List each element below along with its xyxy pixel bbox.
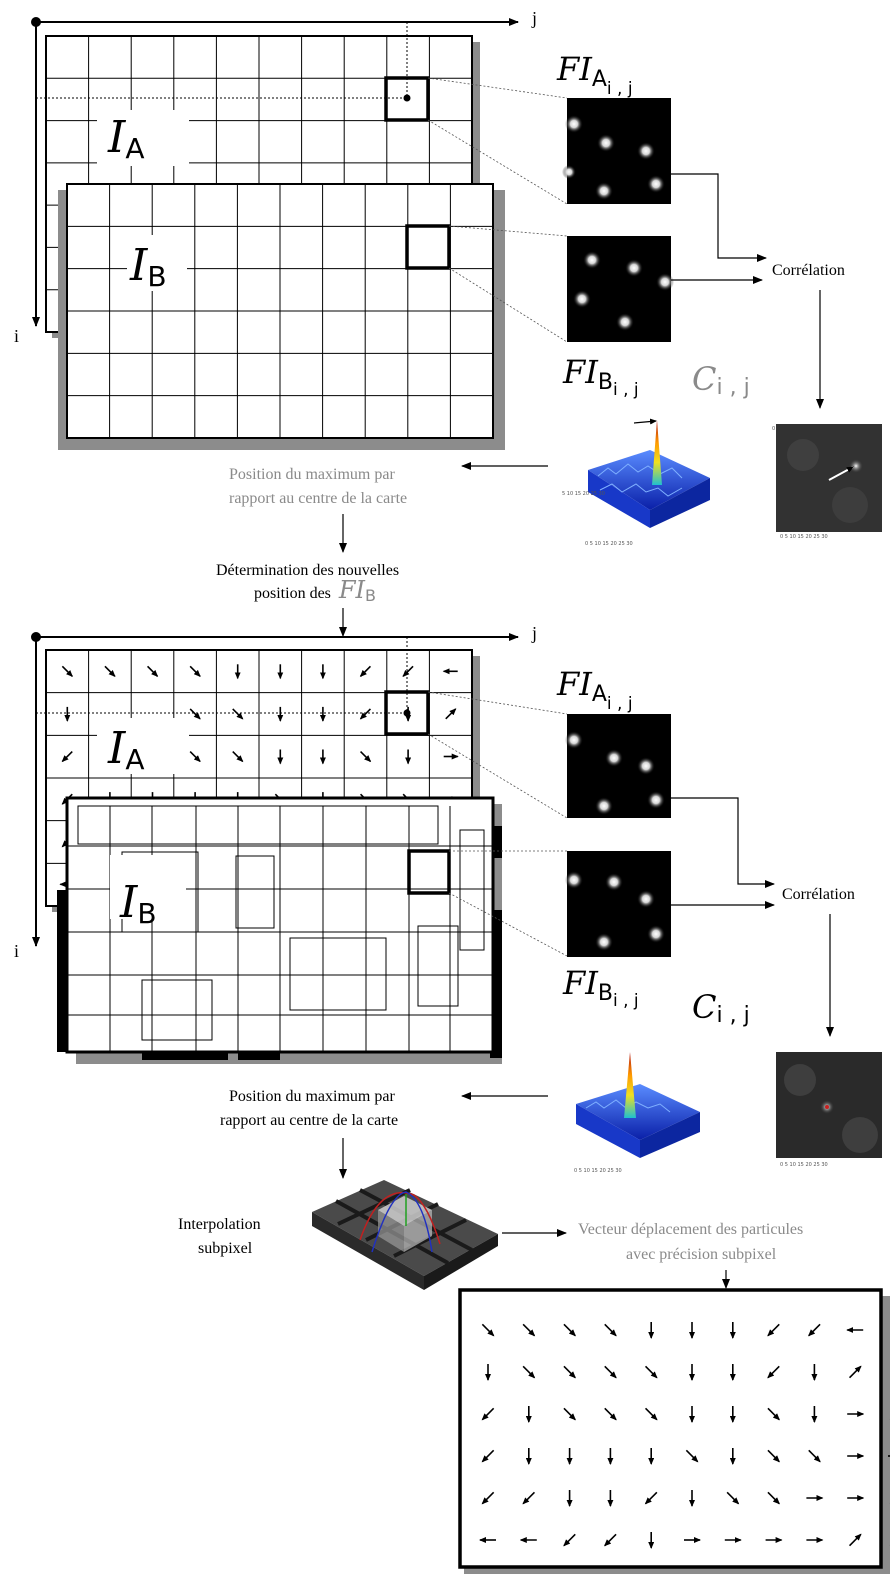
correlation-map-bottom: 0 5 10 15 20 25 30 bbox=[776, 1052, 882, 1168]
fib-window-bottom: FIBi , j Ci , j bbox=[562, 851, 750, 1028]
result-vector-arrow bbox=[767, 1323, 780, 1337]
result-vector-arrow bbox=[481, 1491, 495, 1505]
bottom-section: j i IA bbox=[14, 623, 890, 1574]
deformed-grid bbox=[67, 805, 493, 1052]
axis-i-label: i bbox=[14, 326, 19, 346]
result-vector-arrow bbox=[767, 1365, 780, 1379]
max-position-bottom-line2: rapport au centre de la carte bbox=[220, 1112, 398, 1129]
axis-j-label: j bbox=[531, 8, 537, 28]
surface-plot-top: 0 5 10 15 20 25 30 5 10 15 20 25 30 bbox=[562, 418, 710, 547]
fib-title: FIBi , j bbox=[562, 353, 639, 400]
top-section: j i IA IB bbox=[14, 8, 882, 637]
svg-text:0 5 10 15 20 25 30: 0 5 10 15 20 25 30 bbox=[574, 1168, 622, 1174]
displacement-arrow bbox=[104, 665, 116, 677]
vector-field-result bbox=[458, 1288, 890, 1574]
displacement-arrow bbox=[146, 665, 159, 677]
result-vector-arrow bbox=[481, 1407, 495, 1421]
result-vector-arrow bbox=[767, 1449, 780, 1463]
displacement-arrow bbox=[61, 665, 73, 677]
displacement-arrow bbox=[61, 750, 73, 763]
window-b-box bbox=[405, 224, 451, 270]
displacement-arrow bbox=[189, 750, 201, 763]
image-b-label: IB bbox=[129, 240, 167, 293]
result-vector-arrow bbox=[685, 1449, 699, 1463]
axis-j-label-bottom: j bbox=[531, 623, 537, 643]
image-b-top: IB bbox=[58, 183, 505, 450]
displacement-arrow bbox=[445, 708, 457, 720]
displacement-arrow bbox=[359, 665, 372, 677]
result-vector-arrow bbox=[726, 1491, 740, 1505]
result-vector-arrow bbox=[481, 1449, 495, 1463]
displacement-arrow bbox=[359, 708, 372, 720]
result-vector-arrow bbox=[522, 1365, 536, 1379]
result-vector-arrow bbox=[563, 1533, 576, 1547]
displacement-arrow bbox=[232, 750, 244, 763]
correlation-label-bottom: Corrélation bbox=[782, 886, 855, 903]
displacement-arrow bbox=[402, 665, 414, 677]
result-vector-arrow bbox=[522, 1323, 536, 1337]
surface-plot-bottom: 0 5 10 15 20 25 30 bbox=[574, 1052, 700, 1174]
svg-text:0 5 10 15 20 25 30: 0 5 10 15 20 25 30 bbox=[780, 534, 828, 540]
fib-window-top: FIBi , j Ci , j bbox=[562, 236, 750, 400]
displacement-arrow bbox=[359, 750, 372, 763]
determination-line1: Détermination des nouvelles bbox=[216, 562, 399, 579]
displacement-arrow bbox=[189, 708, 201, 720]
result-vector-arrow bbox=[522, 1491, 536, 1505]
interpolation-line2: subpixel bbox=[198, 1240, 253, 1257]
correlation-label-top: Corrélation bbox=[772, 262, 845, 279]
interpolation-line1: Interpolation bbox=[178, 1216, 261, 1233]
image-a-label-bottom: IA bbox=[107, 723, 145, 776]
result-vector-arrow bbox=[481, 1323, 495, 1337]
image-a-label: IA bbox=[107, 112, 145, 165]
bottom-axes: j i bbox=[14, 623, 537, 961]
displacement-arrow bbox=[232, 708, 244, 720]
result-vector-arrow bbox=[563, 1365, 576, 1379]
fia-window-bottom: FIAi , j bbox=[556, 665, 671, 818]
max-position-bottom-line1: Position du maximum par bbox=[229, 1088, 395, 1105]
result-vector-arrow bbox=[604, 1323, 617, 1337]
vector-line2: avec précision subpixel bbox=[626, 1246, 777, 1263]
result-vector-arrow bbox=[848, 1365, 862, 1379]
interpolation-cube bbox=[312, 1180, 498, 1290]
fia-title: FIAi , j bbox=[556, 50, 633, 99]
c-title: Ci , j bbox=[692, 360, 750, 400]
c-title-bottom: Ci , j bbox=[692, 988, 750, 1028]
result-vector-arrow bbox=[808, 1449, 821, 1463]
result-vector-arrow bbox=[563, 1323, 576, 1337]
result-vector-arrow bbox=[604, 1533, 617, 1547]
svg-text:0: 0 bbox=[772, 426, 775, 432]
axis-i-label-bottom: i bbox=[14, 941, 19, 961]
svg-text:0 5 10 15 20 25 30: 0 5 10 15 20 25 30 bbox=[585, 541, 633, 547]
image-b-label-bottom: IB bbox=[119, 877, 157, 930]
fia-title-bottom: FIAi , j bbox=[556, 665, 633, 714]
result-vector-arrow bbox=[604, 1407, 617, 1421]
result-vector-arrow bbox=[767, 1491, 780, 1505]
fib-title-bottom: FIBi , j bbox=[562, 964, 639, 1011]
result-vector-arrow bbox=[604, 1365, 617, 1379]
svg-text:0 5 10 15 20 25 30: 0 5 10 15 20 25 30 bbox=[780, 1162, 828, 1168]
result-vector-arrow bbox=[848, 1533, 862, 1547]
result-vector-arrow bbox=[808, 1323, 821, 1337]
max-position-top-line2: rapport au centre de la carte bbox=[229, 490, 407, 507]
svg-text:5 10 15 20 25 30: 5 10 15 20 25 30 bbox=[562, 491, 605, 497]
max-position-top-line1: Position du maximum par bbox=[229, 466, 395, 483]
result-vector-arrow bbox=[644, 1407, 658, 1421]
result-vector-arrow bbox=[644, 1365, 658, 1379]
result-vector-arrow bbox=[563, 1407, 576, 1421]
displacement-arrow bbox=[189, 665, 201, 677]
vector-line1: Vecteur déplacement des particules bbox=[578, 1221, 803, 1238]
image-b-bottom: IB bbox=[57, 796, 502, 1064]
top-axes: j i bbox=[14, 8, 537, 346]
fia-window-top: FIAi , j bbox=[556, 50, 671, 204]
correlation-map-top: 0 0 5 10 15 20 25 30 bbox=[772, 424, 882, 540]
result-vector-arrow bbox=[644, 1491, 658, 1505]
result-vector-arrow bbox=[767, 1407, 780, 1421]
